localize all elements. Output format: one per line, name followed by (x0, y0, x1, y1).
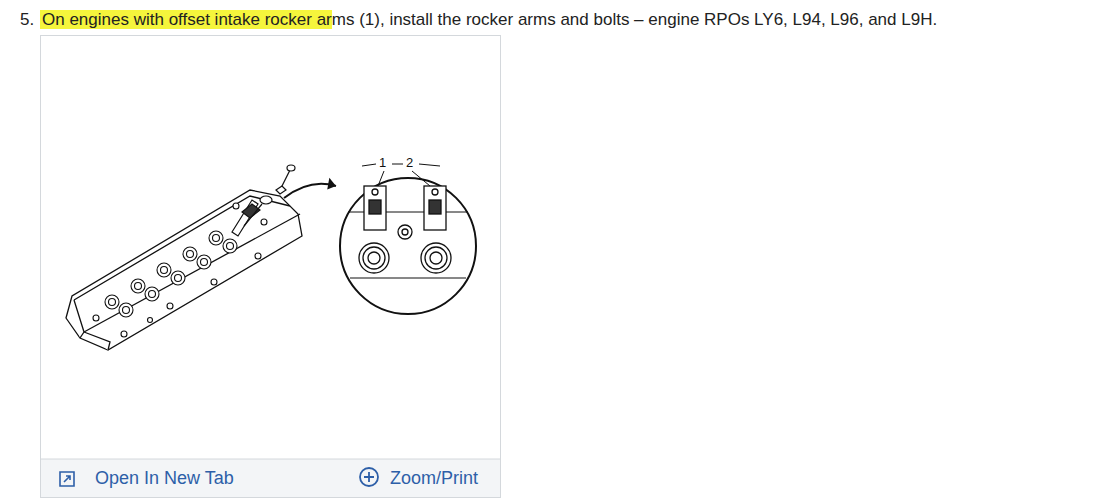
detail-view (340, 178, 476, 314)
leader-lines (362, 164, 440, 186)
figure-toolbar (41, 459, 500, 497)
step-number: 5. (20, 10, 34, 30)
new-tab-icon (60, 472, 74, 486)
callout-number: 1 (379, 155, 386, 171)
cylinder-head (66, 190, 302, 350)
figure-panel (41, 36, 501, 498)
link-text: Zoom/Print (390, 468, 478, 490)
link-text: Open In New Tab (95, 468, 234, 490)
zoom-icon (360, 468, 378, 486)
rocker-arm-exploded (232, 165, 295, 236)
callout-number: 2 (406, 155, 413, 171)
step-text: On engines with offset intake rocker arm… (42, 10, 937, 30)
